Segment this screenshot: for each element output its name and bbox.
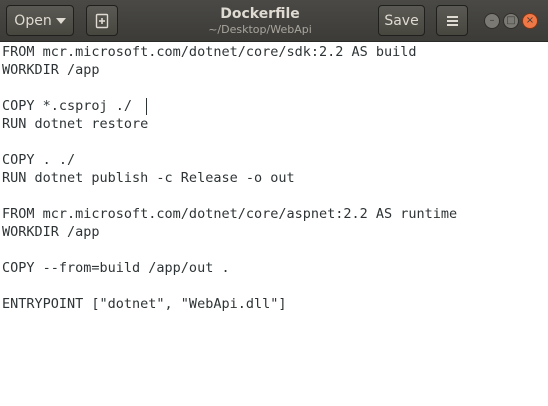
- new-document-icon: [95, 13, 109, 28]
- editor-line: COPY --from=build /app/out .: [2, 260, 230, 276]
- save-button[interactable]: Save: [378, 5, 425, 36]
- text-cursor: [146, 98, 147, 115]
- save-button-label: Save: [384, 12, 419, 29]
- open-button-label: Open: [14, 12, 52, 29]
- maximize-icon: □: [506, 15, 516, 26]
- editor-line: RUN dotnet publish -c Release -o out: [2, 170, 295, 186]
- window-title: Dockerfile: [220, 6, 300, 22]
- editor-line: ENTRYPOINT ["dotnet", "WebApi.dll"]: [2, 296, 287, 312]
- hamburger-menu-icon: [446, 14, 458, 28]
- new-document-button[interactable]: [86, 5, 118, 36]
- editor-line: RUN dotnet restore: [2, 116, 149, 132]
- editor-line: COPY . ./: [2, 152, 76, 168]
- chevron-down-icon: [55, 17, 66, 24]
- minimize-button[interactable]: –: [484, 13, 500, 29]
- minimize-icon: –: [489, 15, 495, 26]
- text-editor-area[interactable]: FROM mcr.microsoft.com/dotnet/core/sdk:2…: [0, 42, 548, 406]
- maximize-button[interactable]: □: [503, 13, 519, 29]
- editor-line: WORKDIR /app: [2, 224, 100, 240]
- editor-line: FROM mcr.microsoft.com/dotnet/core/aspne…: [2, 206, 458, 222]
- editor-line: WORKDIR /app: [2, 62, 100, 78]
- header-bar: Open Dockerfile ~/Desktop/WebApi Save – …: [0, 0, 548, 42]
- editor-line: COPY *.csproj ./: [2, 98, 133, 114]
- close-icon: ×: [525, 15, 535, 26]
- menu-button[interactable]: [436, 5, 468, 36]
- editor-line: FROM mcr.microsoft.com/dotnet/core/sdk:2…: [2, 44, 417, 60]
- open-button[interactable]: Open: [6, 5, 74, 36]
- close-button[interactable]: ×: [522, 13, 538, 29]
- window-subtitle-path: ~/Desktop/WebApi: [208, 23, 312, 36]
